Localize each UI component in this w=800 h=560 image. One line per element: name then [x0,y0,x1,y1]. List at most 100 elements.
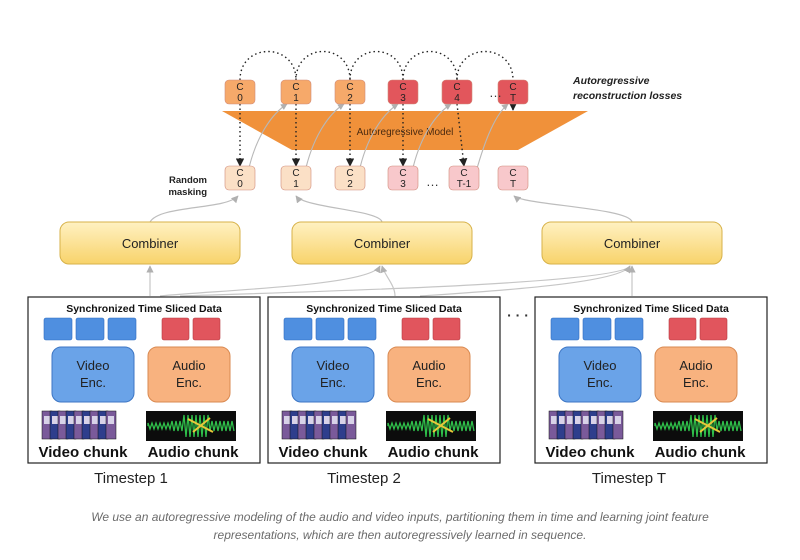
top-token-ellipsis: … [489,85,502,100]
video-block [614,317,644,341]
audio-chunk-label: Audio chunk [388,444,479,461]
bottom-token-letter: C [399,168,406,179]
combiner-2: Combiner [291,221,473,265]
top-token-letter: C [346,82,353,93]
audio-chunk-label: Audio chunk [655,444,746,461]
bottom-token-subscript: 2 [347,179,353,190]
bottom-token-subscript: 1 [293,179,299,190]
top-token-0: C0 [224,79,256,105]
combiner-connectors [149,195,633,223]
bottom-token-subscript: 3 [400,179,406,190]
timestep-panels: Synchronized Time Sliced DataVideoEnc.Au… [27,296,768,464]
autoregressive-model-label: Autoregressive Model [357,127,454,138]
bottom-token-letter: C [292,168,299,179]
video-encoder-label-1: Video [76,358,109,373]
panel-title: Synchronized Time Sliced Data [306,303,462,315]
caption-line-1: We use an autoregressive modeling of the… [91,510,709,524]
bottom-token-letter: C [509,168,516,179]
combiner-3-label: Combiner [604,236,661,251]
loss-loops [239,50,514,81]
combiner-1-label: Combiner [122,236,179,251]
random-masking-line1: Random [169,175,207,186]
audio-waveform-image [653,411,743,441]
top-token-subscript: 2 [347,93,353,104]
top-token-letter: C [292,82,299,93]
bottom-token-subscript: 0 [237,179,243,190]
video-block [107,317,137,341]
combiner-1: Combiner [59,221,241,265]
video-encoder-label-1: Video [583,358,616,373]
top-token-subscript: 3 [400,93,406,104]
combiner-3: Combiner [541,221,723,265]
bottom-token-letter: C [236,168,243,179]
video-frames-image [281,410,357,440]
panel-title: Synchronized Time Sliced Data [573,303,729,315]
timestep-1-label: Timestep 1 [94,470,168,487]
autoregressive-model-shape [222,111,588,150]
audio-encoder-label-2: Enc. [416,375,442,390]
figure-caption: We use an autoregressive modeling of the… [40,508,760,544]
caption-line-2: representations, which are then autoregr… [213,528,587,542]
bottom-token-3: C3 [387,165,419,191]
audio-block [401,317,430,341]
model-connectors [247,103,509,173]
timestep-panel-3: Synchronized Time Sliced DataVideoEnc.Au… [534,296,768,464]
video-frames-image [548,410,624,440]
top-token-1: C1 [280,79,312,105]
top-token-subscript: T [510,93,516,104]
audio-waveform-image [386,411,476,441]
video-block [347,317,377,341]
audio-encoder-label-1: Audio [679,358,712,373]
video-block [582,317,612,341]
top-token-4: C4 [441,79,473,105]
bottom-token-subscript: T [510,179,516,190]
video-block [550,317,580,341]
audio-encoder-label-2: Enc. [176,375,202,390]
video-chunk-label: Video chunk [39,444,129,461]
video-block [315,317,345,341]
audio-encoder-label-1: Audio [172,358,205,373]
video-encoder-label-2: Enc. [587,375,613,390]
audio-encoder-label-2: Enc. [683,375,709,390]
video-block [75,317,105,341]
audio-block [432,317,461,341]
panel-title: Synchronized Time Sliced Data [66,303,222,315]
top-token-letter: C [453,82,460,93]
bottom-token-0: C0 [224,165,256,191]
timestep-panel-2: Synchronized Time Sliced DataVideoEnc.Au… [267,296,501,464]
between-panels-ellipsis: · · · [507,307,529,323]
video-encoder-label-2: Enc. [80,375,106,390]
reconstruction-dotted-arrows [235,102,518,167]
video-encoder-label-1: Video [316,358,349,373]
losses-label-line1: Autoregressive [572,75,650,87]
bottom-token-ellipsis: … [426,174,439,189]
input-connectors [146,265,636,297]
audio-block [699,317,728,341]
video-chunk-label: Video chunk [546,444,636,461]
audio-block [161,317,190,341]
bottom-token-t-1: CT-1 [448,165,480,191]
video-block [43,317,73,341]
audio-block [668,317,697,341]
top-token-t: CT [497,79,529,105]
top-token-subscript: 4 [454,93,460,104]
top-token-subscript: 0 [237,93,243,104]
audio-chunk-label: Audio chunk [148,444,239,461]
top-token-3: C3 [387,79,419,105]
video-chunk-label: Video chunk [279,444,369,461]
audio-waveform-image [146,411,236,441]
audio-block [192,317,221,341]
timestep-t-label: Timestep T [592,470,666,487]
bottom-token-subscript: T-1 [457,179,472,190]
bottom-token-1: C1 [280,165,312,191]
top-token-subscript: 1 [293,93,299,104]
video-block [283,317,313,341]
video-encoder-label-2: Enc. [320,375,346,390]
top-token-2: C2 [334,79,366,105]
